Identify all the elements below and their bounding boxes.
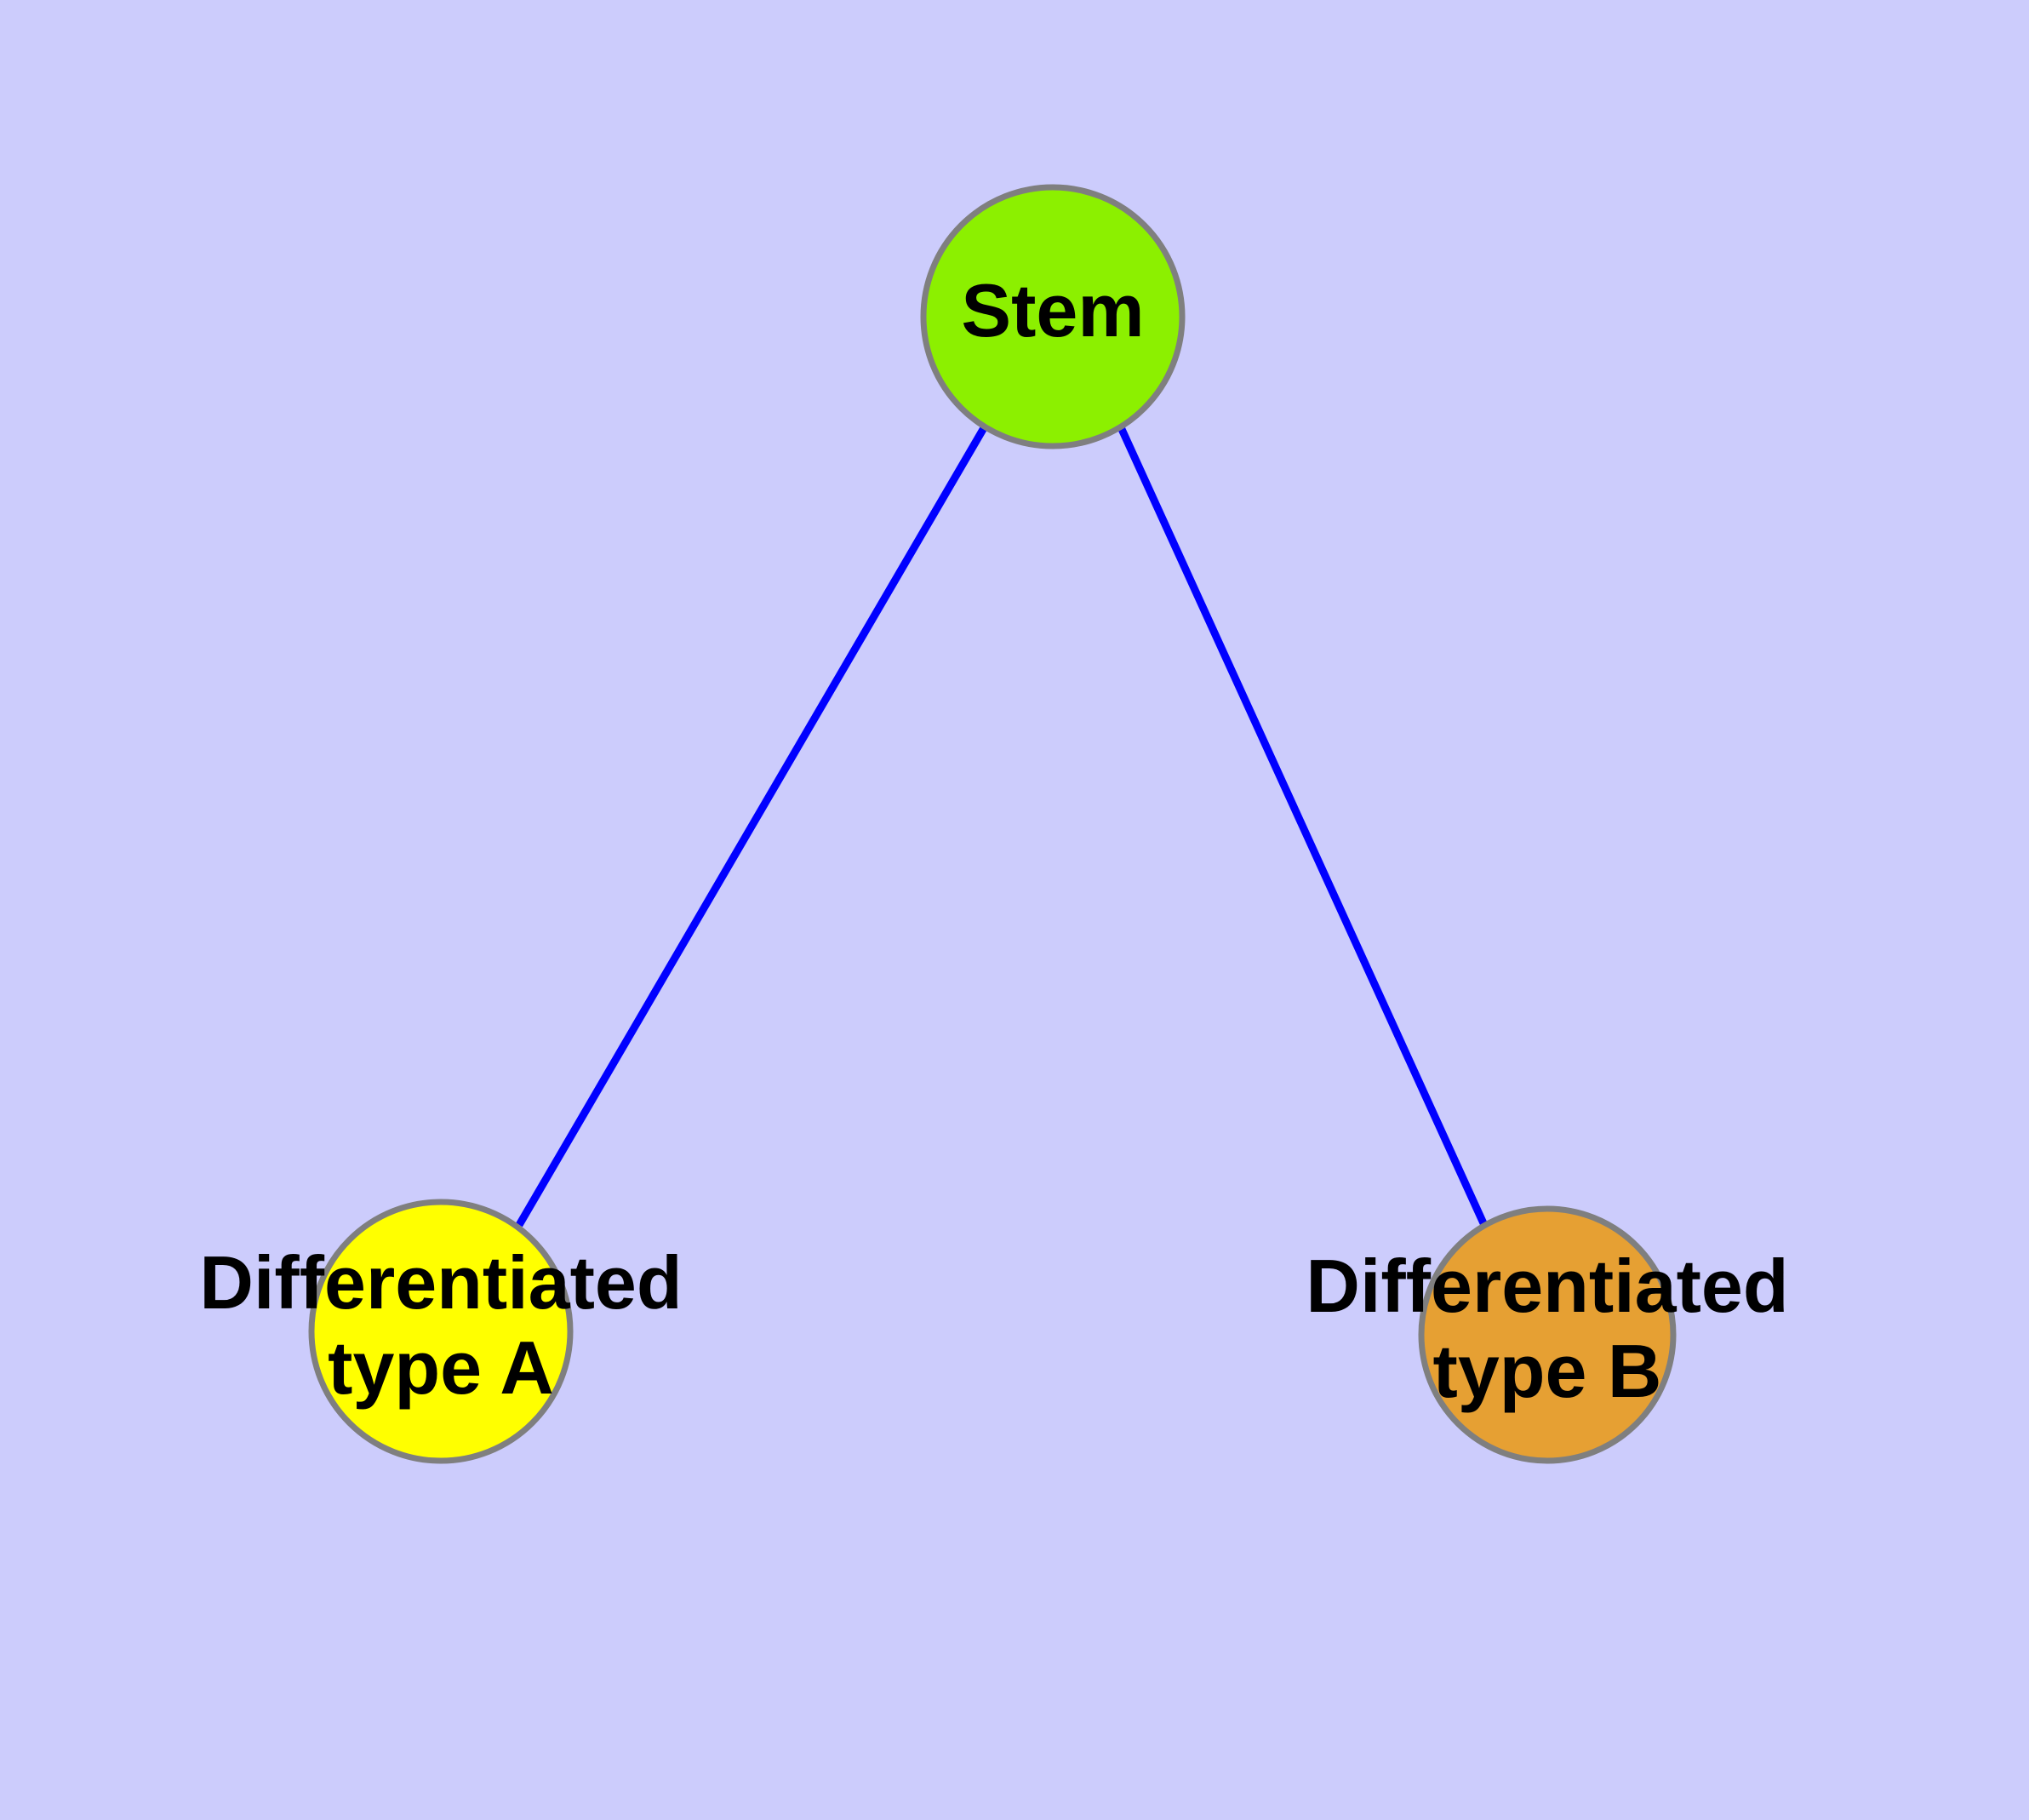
- nodes-layer: [308, 184, 1677, 1464]
- node-stem-label: Stem: [961, 268, 1144, 352]
- node-differentiated-type-a-circle[interactable]: [308, 1199, 574, 1464]
- node-differentiated-type-b-circle[interactable]: [1418, 1205, 1677, 1464]
- edges-layer: [516, 424, 1488, 1228]
- edge-stem-to-differentiated-type-b[interactable]: [1117, 426, 1488, 1225]
- node-stem-circle[interactable]: [920, 184, 1186, 449]
- edge-stem-to-differentiated-type-a[interactable]: [516, 424, 988, 1228]
